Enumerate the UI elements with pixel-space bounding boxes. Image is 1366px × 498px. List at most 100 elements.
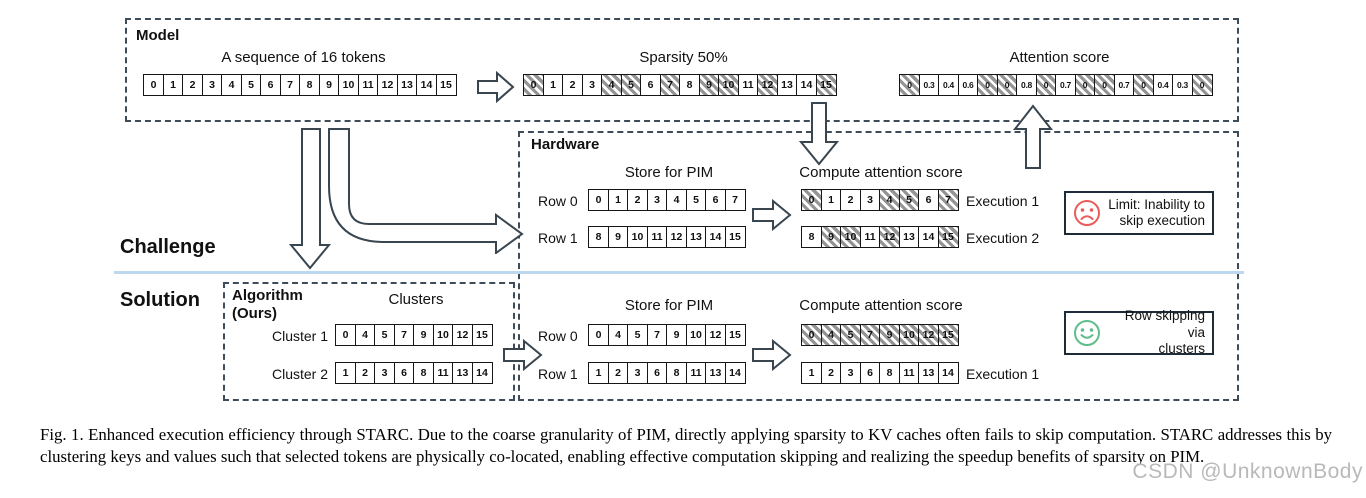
token-cell: 7 <box>859 324 881 346</box>
solution-label: Solution <box>120 289 200 311</box>
token-cell: 0 <box>801 324 822 346</box>
challenge-solution-divider <box>114 271 1244 274</box>
token-cell: 10 <box>432 324 454 346</box>
token-cell: 0.4 <box>1152 74 1174 96</box>
token-cell: 7 <box>393 324 415 346</box>
token-cell: 5 <box>240 74 262 96</box>
arrow-model-to-solution-down <box>289 128 331 270</box>
token-cell: 1 <box>607 189 629 211</box>
sparsity-title: Sparsity 50% <box>639 49 728 66</box>
token-cell: 0.3 <box>1172 74 1193 96</box>
token-cell: 0.7 <box>1055 74 1076 96</box>
token-cell: 12 <box>757 74 778 96</box>
token-cell: 15 <box>724 324 746 346</box>
token-cell: 0 <box>335 324 356 346</box>
token-cell: 2 <box>354 362 376 384</box>
token-cell: 9 <box>698 74 720 96</box>
token-cell: 2 <box>607 362 629 384</box>
token-cell: 13 <box>396 74 418 96</box>
token-cell: 3 <box>581 74 603 96</box>
limit-note-box: Limit: Inability to skip execution <box>1064 191 1214 235</box>
token-cell: 14 <box>918 226 939 248</box>
token-cell: 10 <box>627 226 648 248</box>
token-cell: 8 <box>413 362 434 384</box>
algorithm-group-box <box>223 282 515 401</box>
token-cell: 9 <box>607 226 629 248</box>
token-cell: 6 <box>393 362 415 384</box>
token-cell: 6 <box>640 74 661 96</box>
cluster1-label: Cluster 1 <box>272 328 329 344</box>
token-cell: 2 <box>182 74 203 96</box>
token-cell: 8 <box>879 362 900 384</box>
token-cell: 5 <box>685 189 707 211</box>
token-cell: 0 <box>1035 74 1057 96</box>
token-cell: 13 <box>918 362 939 384</box>
token-cell: 13 <box>452 362 473 384</box>
token-cell: 11 <box>685 362 707 384</box>
token-cell: 1 <box>820 189 842 211</box>
watermark-text: CSDN @UnknownBody <box>1132 460 1363 483</box>
token-cell: 3 <box>859 189 881 211</box>
arrow-sequence-to-sparsity <box>477 71 515 103</box>
sol-compute-title: Compute attention score <box>799 297 963 314</box>
sol-store-title: Store for PIM <box>624 297 714 314</box>
token-cell: 3 <box>627 362 648 384</box>
token-cell: 9 <box>879 324 900 346</box>
token-cell: 4 <box>666 189 687 211</box>
token-cell: 14 <box>796 74 817 96</box>
hw-store-title: Store for PIM <box>624 164 714 181</box>
hw-row1-label: Row 1 <box>538 230 578 246</box>
token-cell: 0 <box>1133 74 1154 96</box>
token-cell: 10 <box>898 324 920 346</box>
token-cell: 15 <box>435 74 457 96</box>
sol-row1-label: Row 1 <box>538 366 578 382</box>
token-cell: 13 <box>776 74 798 96</box>
token-cell: 14 <box>416 74 437 96</box>
token-cell: 6 <box>260 74 281 96</box>
token-cell: 8 <box>299 74 320 96</box>
token-cell: 12 <box>452 324 473 346</box>
hw-row0-label: Row 0 <box>538 193 578 209</box>
token-cell: 9 <box>413 324 434 346</box>
token-cell: 14 <box>724 362 746 384</box>
token-cell: 15 <box>724 226 746 248</box>
algorithm-title-line1: Algorithm <box>232 287 303 304</box>
token-cell: 5 <box>627 324 648 346</box>
token-cell: 12 <box>705 324 726 346</box>
token-cell: 0.8 <box>1016 74 1037 96</box>
token-cell: 1 <box>801 362 822 384</box>
token-cell: 11 <box>859 226 881 248</box>
token-cell: 7 <box>659 74 681 96</box>
token-cell: 10 <box>685 324 707 346</box>
token-cell: 6 <box>705 189 726 211</box>
token-cell: 0 <box>1074 74 1096 96</box>
token-cell: 4 <box>607 324 629 346</box>
token-cell: 11 <box>898 362 920 384</box>
token-cell: 14 <box>937 362 959 384</box>
token-cell: 14 <box>471 362 493 384</box>
attention-title: Attention score <box>1009 49 1110 66</box>
smile-face-icon <box>1074 320 1100 346</box>
token-cell: 2 <box>562 74 583 96</box>
token-cell: 0 <box>1094 74 1115 96</box>
token-cell: 11 <box>357 74 379 96</box>
arrow-hw-store-to-compute <box>752 199 792 231</box>
arrow-hardware-to-attention-up <box>1013 104 1053 169</box>
token-cell: 2 <box>627 189 648 211</box>
token-cell: 13 <box>685 226 707 248</box>
token-cell: 11 <box>432 362 454 384</box>
token-cell: 4 <box>601 74 622 96</box>
limit-note-text: Limit: Inability to skip execution <box>1108 196 1205 228</box>
token-cell: 7 <box>646 324 668 346</box>
token-cell: 10 <box>840 226 861 248</box>
hardware-title: Hardware <box>531 136 600 153</box>
cluster2-label: Cluster 2 <box>272 366 329 382</box>
token-cell: 7 <box>279 74 301 96</box>
arrow-sol-store-to-compute <box>752 339 792 371</box>
